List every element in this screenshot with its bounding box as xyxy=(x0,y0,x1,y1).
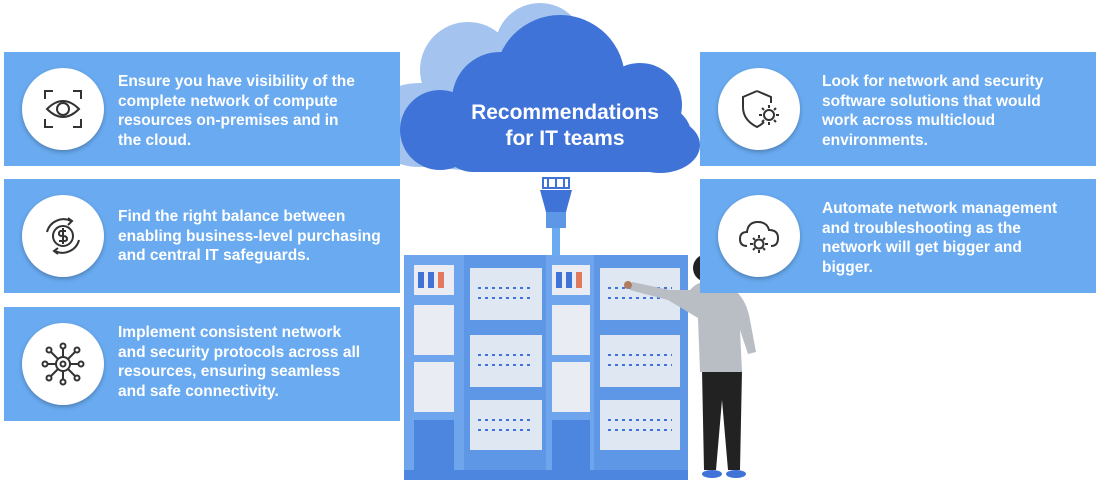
card-text: Automate network management and troubles… xyxy=(822,199,1057,277)
icon-circle xyxy=(22,323,104,405)
card-line: Find the right balance between xyxy=(118,208,346,225)
recommendation-card-visibility: Ensure you have visibility of the comple… xyxy=(4,52,400,166)
server-racks xyxy=(404,255,688,480)
title-line-1: Recommendations xyxy=(471,101,659,124)
card-line: work across multicloud xyxy=(822,112,996,129)
card-line: resources, ensuring seamless xyxy=(118,363,341,380)
recommendation-card-balance: Find the right balance between enabling … xyxy=(4,179,400,293)
card-line: and safe connectivity. xyxy=(118,382,279,400)
card-line: network will get bigger and xyxy=(822,239,1022,256)
icon-circle xyxy=(22,68,104,150)
recommendation-card-multicloud: Look for network and security software s… xyxy=(700,52,1096,166)
card-line: Ensure you have visibility of the xyxy=(118,73,355,90)
card-line: environments. xyxy=(822,131,928,149)
card-text: Ensure you have visibility of the comple… xyxy=(118,72,355,150)
card-line: resources on-premises and in xyxy=(118,112,339,129)
card-line: enabling business-level purchasing xyxy=(118,227,381,245)
card-line: bigger. xyxy=(822,258,873,276)
recommendation-card-consistency: Implement consistent network and securit… xyxy=(4,307,400,421)
card-text: Find the right balance between enabling … xyxy=(118,207,381,266)
card-line: complete network of compute xyxy=(118,92,338,110)
card-line: the cloud. xyxy=(118,131,192,149)
cloud-title: Recommendations for IT teams xyxy=(440,100,690,152)
recommendation-card-automate: Automate network management and troubles… xyxy=(700,179,1096,293)
card-text: Implement consistent network and securit… xyxy=(118,323,360,401)
network-connector xyxy=(540,177,572,258)
card-line: Automate network management xyxy=(822,200,1058,217)
icon-circle xyxy=(718,195,800,277)
cloud-gear-icon xyxy=(738,220,780,253)
network-gear-icon xyxy=(41,342,85,386)
card-text: Look for network and security software s… xyxy=(822,72,1043,150)
card-line: and security protocols across all xyxy=(118,343,361,361)
icon-circle xyxy=(718,68,800,150)
card-line: and troubleshooting as the xyxy=(822,219,1021,237)
eye-scan-icon xyxy=(44,90,82,128)
cloud-front xyxy=(400,15,700,173)
title-line-2: for IT teams xyxy=(505,127,625,150)
card-line: and central IT safeguards. xyxy=(118,247,311,264)
icon-circle xyxy=(22,195,104,277)
card-line: Implement consistent network xyxy=(118,324,342,341)
dollar-cycle-icon xyxy=(46,217,80,255)
card-line: Look for network and security xyxy=(822,73,1044,90)
shield-gear-icon xyxy=(742,90,779,129)
card-line: software solutions that would xyxy=(822,92,1041,110)
